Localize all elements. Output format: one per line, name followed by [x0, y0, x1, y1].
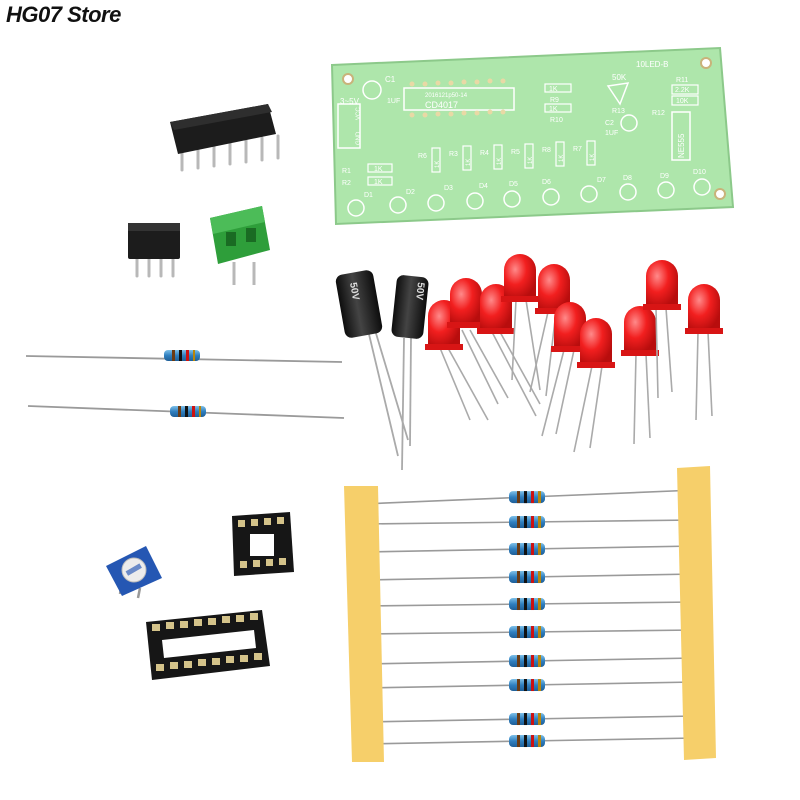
pcb-power-label: 3~5V — [340, 97, 360, 106]
pcb-mid-label: R4 — [480, 150, 489, 157]
pcb-r9-label: R9 — [550, 97, 559, 104]
capacitor: 50V — [391, 275, 429, 471]
tape-resistor — [509, 543, 545, 556]
pcb-r10-label: R10 — [550, 117, 563, 124]
tape-resistor — [509, 491, 545, 504]
pcb-r2-label: R2 — [342, 180, 351, 187]
pcb-vcc-label: VCC — [356, 107, 362, 120]
pcb-led-label: D4 — [479, 183, 488, 190]
pcb-board: 3~5V VCC GND C1 1UF 2016121p50-14 CD4017… — [330, 46, 735, 226]
pcb-led-label: D8 — [623, 175, 632, 182]
ic-socket-16 — [146, 610, 270, 680]
resistor-tape-strip — [344, 466, 716, 762]
pcb-r2-value: 1K — [374, 179, 383, 186]
pcb-led-footprints: D1 D2 D3 D4 D5 D6 D7 D8 D9 D10 — [347, 169, 711, 217]
pcb-mid-label: R5 — [511, 149, 520, 156]
pcb-pot-value: 50K — [612, 73, 627, 82]
chip-dip8 — [128, 223, 180, 278]
pcb-mid-resistors: R6 R3 R4 R5 R8 R7 1K 1K 1K 1K 1K 1K — [418, 140, 596, 173]
pcb-c2-value: 1UF — [605, 130, 618, 137]
pcb-mid-value: 1K — [528, 157, 534, 164]
tape-resistor — [509, 598, 545, 611]
pcb-r1-value: 1K — [374, 166, 383, 173]
pcb-led-label: D9 — [660, 173, 669, 180]
pcb-r9-value: 1K — [549, 86, 558, 93]
ic-socket-8 — [232, 512, 294, 576]
pcb-mid-value: 1K — [466, 159, 472, 166]
led — [621, 306, 659, 445]
pcb-mid-label: R8 — [542, 147, 551, 154]
trimmer-potentiometer — [106, 546, 162, 599]
chip-dip16 — [170, 104, 280, 172]
pcb-led-label: D2 — [406, 189, 415, 196]
pcb-mid-label: R3 — [449, 151, 458, 158]
pcb-led-label: D10 — [693, 169, 706, 176]
led — [643, 260, 681, 399]
pcb-silk-code: 2016121p50-14 — [425, 93, 468, 99]
tape-resistor — [509, 571, 545, 584]
terminal-block — [210, 206, 270, 285]
led — [477, 284, 541, 417]
pcb-c2-label: C2 — [605, 120, 614, 127]
tape-resistor — [509, 655, 545, 668]
pcb-mid-label: R7 — [573, 146, 582, 153]
led — [541, 302, 589, 437]
pcb-r12-value: 10K — [676, 98, 689, 105]
mounting-hole — [342, 73, 354, 85]
led — [501, 254, 541, 391]
pcb-led-label: D5 — [509, 181, 518, 188]
pcb-gnd-label: GND — [356, 131, 362, 145]
pcb-r13-label: R13 — [612, 108, 625, 115]
pcb-chip-main-label: CD4017 — [425, 100, 458, 110]
pcb-r1-label: R1 — [342, 168, 351, 175]
tape-resistor — [509, 516, 545, 529]
pcb-led-label: D6 — [542, 179, 551, 186]
led — [685, 284, 723, 421]
pcb-chip-timer-label: NE555 — [677, 133, 686, 158]
pcb-r10-value: 1K — [549, 106, 558, 113]
led — [447, 278, 509, 405]
pcb-r12-label: R12 — [652, 110, 665, 117]
tape-resistor — [509, 735, 545, 748]
pcb-mid-value: 1K — [590, 154, 596, 161]
resistor-single — [25, 350, 343, 363]
pcb-r11-value: 2.2K — [675, 87, 690, 94]
pcb-led-label: D1 — [364, 192, 373, 199]
pcb-mid-value: 1K — [559, 155, 565, 162]
pcb-mid-value: 1K — [497, 158, 503, 165]
tape-wires — [361, 489, 697, 745]
tape-resistor — [509, 713, 545, 726]
tape-resistor-bodies — [509, 491, 545, 748]
pcb-c1-label: C1 — [385, 75, 396, 84]
tape-left — [344, 486, 384, 762]
store-watermark: HG07 Store — [6, 2, 121, 27]
pcb-mid-value: 1K — [435, 161, 441, 168]
capacitor-label: 50V — [347, 282, 361, 302]
led-group — [425, 254, 723, 453]
led — [573, 318, 615, 453]
pcb-led-label: D7 — [597, 177, 606, 184]
pcb-r11-label: R11 — [676, 77, 688, 84]
capacitor-label: 50V — [413, 282, 426, 301]
mounting-hole — [714, 188, 726, 200]
pcb-chip-pads — [409, 78, 506, 118]
pcb-title: 10LED-B — [636, 60, 668, 69]
tape-resistor — [509, 679, 545, 692]
pcb-mid-label: R6 — [418, 153, 427, 160]
pcb-c1-value: 1UF — [387, 98, 400, 105]
tape-right — [677, 466, 716, 760]
tape-resistor — [509, 626, 545, 639]
resistor-single — [27, 405, 345, 419]
mounting-hole — [700, 57, 712, 69]
pcb-led-label: D3 — [444, 185, 453, 192]
